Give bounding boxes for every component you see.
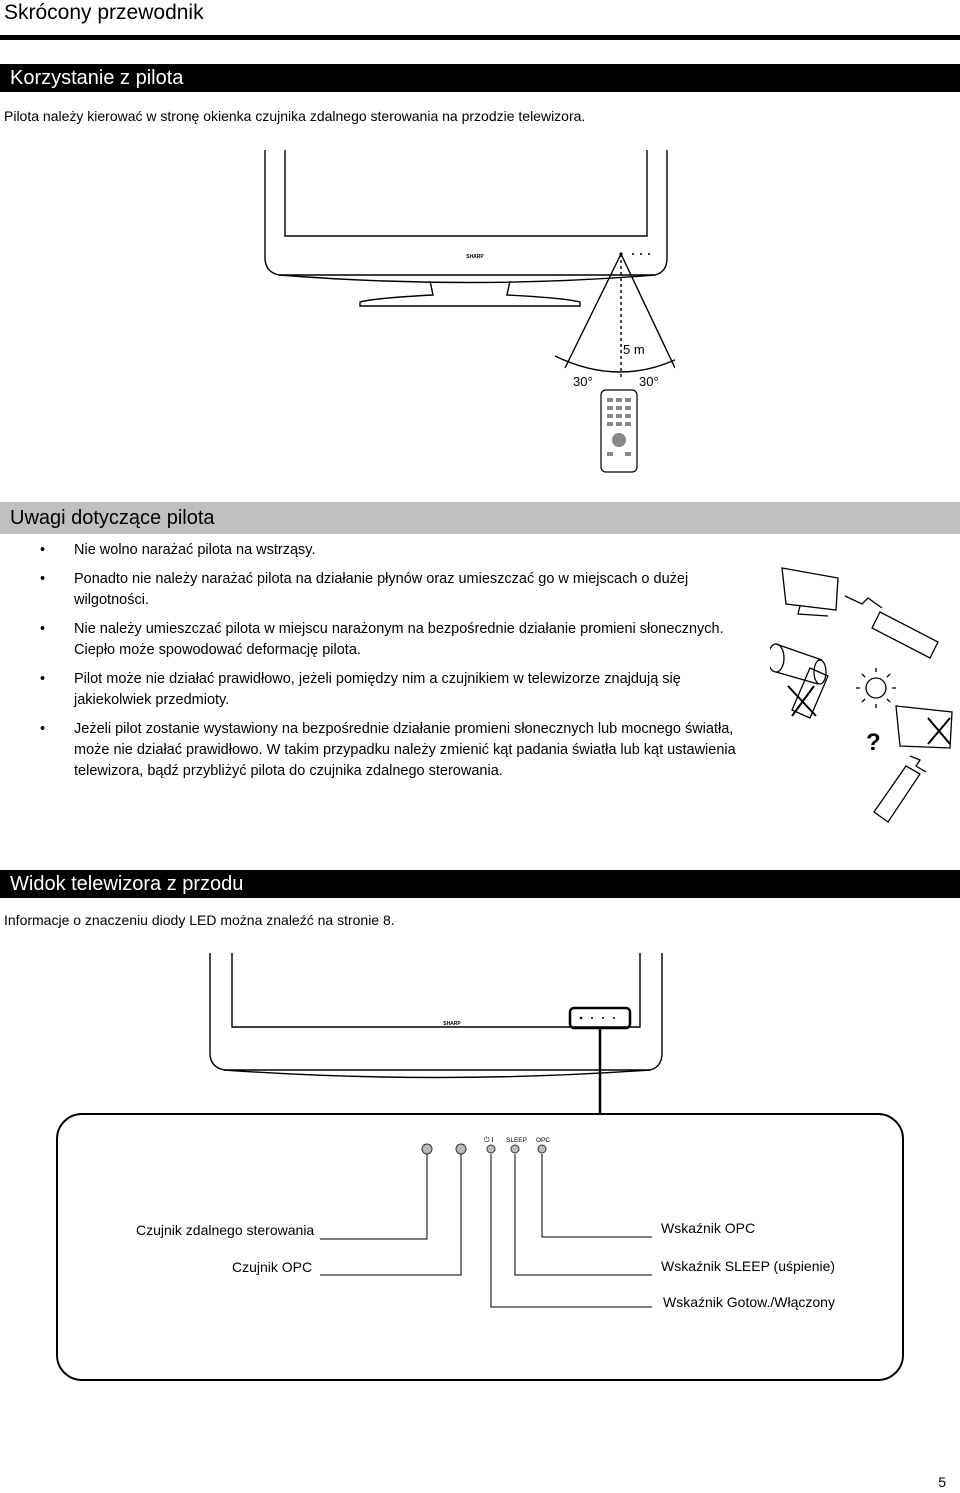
list-item: • Nie należy umieszczać pilota w miejscu … [40, 619, 760, 661]
remote-control-icon [600, 389, 638, 473]
remote-notes-list: • Nie wolno narażać pilota na wstrząsy. •… [40, 540, 760, 790]
section-heading-text: Korzystanie z pilota [10, 67, 184, 89]
note-text: Nie wolno narażać pilota na wstrząsy. [74, 542, 316, 558]
leader-sleep-indicator [514, 1154, 652, 1276]
note-text: Nie należy umieszczać pilota w miejscu n… [74, 621, 724, 658]
leader-opc-sensor [320, 1154, 462, 1276]
led-panel-highlight [568, 1006, 632, 1030]
title-rule [0, 35, 960, 40]
section-heading-remote-notes: Uwagi dotyczące pilota [0, 502, 960, 534]
remote-use-text: Pilota należy kierować w stronę okienka … [4, 108, 586, 124]
list-item: • Ponadto nie należy narażać pilota na dz… [40, 569, 760, 611]
signal-icon [844, 595, 883, 609]
bullet: • [40, 721, 46, 737]
section-heading-front-view: Widok telewizora z przodu [0, 870, 960, 898]
bullet: • [40, 571, 46, 587]
tv-screen [284, 150, 648, 237]
opc-indicator-label: Wskaźnik OPC [661, 1220, 756, 1236]
leader-power-indicator [490, 1154, 652, 1308]
remote-icon [871, 611, 939, 659]
list-item: • Pilot może nie działać prawidłowo, jeże… [40, 669, 760, 711]
leader-remote-sensor [320, 1154, 428, 1240]
tv-screen [231, 953, 641, 1028]
tv-icon [781, 567, 839, 611]
tv-brand-logo: SHARP [443, 1021, 461, 1027]
tv-stand [359, 280, 581, 307]
list-item: • Nie wolno narażać pilota na wstrząsy. [40, 540, 760, 561]
page-number: 5 [938, 1474, 946, 1490]
page-title: Skrócony przewodnik [4, 1, 204, 24]
tv-frame [264, 150, 668, 276]
remote-warning-illustrations: ? [770, 567, 953, 823]
sleep-indicator-label: Wskaźnik SLEEP (uśpienie) [661, 1258, 836, 1274]
opc-indicator-dot [537, 1144, 547, 1154]
bullet: • [40, 621, 46, 637]
tv-frame [209, 953, 663, 1071]
sun-icon [865, 677, 887, 699]
sleep-panel-label: SLEEP [506, 1137, 527, 1144]
angle-right-label: 30° [639, 374, 659, 389]
remote-sensor-label: Czujnik zdalnego sterowania [136, 1222, 315, 1238]
angle-left-label: 30° [573, 374, 593, 389]
section-heading-text: Widok telewizora z przodu [10, 873, 244, 895]
distance-label: 5 m [623, 342, 645, 357]
list-item: • Jeżeli pilot zostanie wystawiony na bez… [40, 719, 760, 782]
remote-range-diagram: SHARP 5 m 30° 30° [264, 150, 675, 473]
section-heading-remote-use: Korzystanie z pilota [0, 64, 960, 92]
front-view-text: Informacje o znaczeniu diody LED można z… [4, 912, 395, 928]
power-indicator-label: Wskaźnik Gotow./Włączony [663, 1294, 835, 1310]
opc-sensor-label: Czujnik OPC [232, 1259, 313, 1275]
leader-opc-indicator [541, 1154, 652, 1238]
power-indicator-dot [486, 1144, 496, 1154]
power-symbol-label: ⏻ I [484, 1136, 493, 1144]
question-mark-icon: ? [866, 729, 881, 756]
note-text: Jeżeli pilot zostanie wystawiony na bezp… [74, 721, 736, 779]
bullet: • [40, 542, 46, 558]
note-text: Pilot może nie działać prawidłowo, jeżel… [74, 671, 681, 708]
tv-front-diagram: SHARP ⏻ I SLEEP OPC [209, 953, 663, 1308]
led-panel-callout [56, 1113, 904, 1381]
remote-icon [791, 667, 829, 719]
remote-icon [873, 765, 921, 823]
bullet: • [40, 671, 46, 687]
note-text: Ponadto nie należy narażać pilota na dzi… [74, 571, 689, 608]
opc-panel-label: OPC [536, 1137, 550, 1144]
sleep-indicator-dot [510, 1144, 520, 1154]
tv-icon [895, 705, 953, 749]
tv-brand-logo: SHARP [466, 254, 484, 260]
section-heading-text: Uwagi dotyczące pilota [10, 507, 215, 529]
